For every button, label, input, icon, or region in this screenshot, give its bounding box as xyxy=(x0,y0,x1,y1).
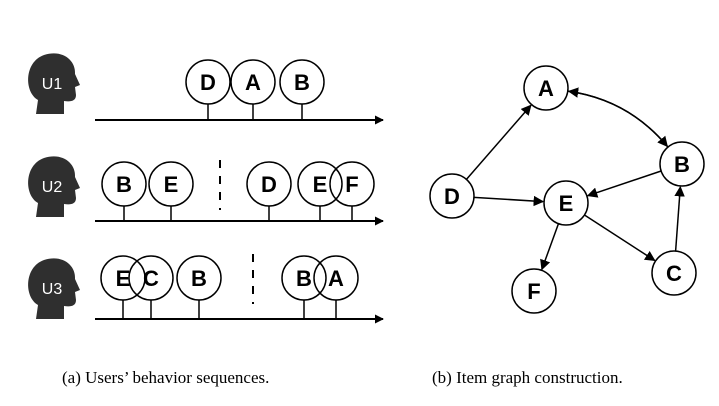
item-event-label: E xyxy=(313,172,328,197)
item-event-node xyxy=(246,161,292,207)
graph-node-b xyxy=(659,141,705,187)
edge-d-to-a xyxy=(465,104,532,180)
graph-node-label: F xyxy=(527,279,540,304)
user-head-icon xyxy=(28,53,80,114)
item-event-node xyxy=(329,161,375,207)
item-event-label: A xyxy=(328,266,344,291)
item-event-node xyxy=(297,161,343,207)
graph-node-f xyxy=(511,268,557,314)
item-event-label: D xyxy=(200,70,216,95)
item-event-label: A xyxy=(245,70,261,95)
graph-node-a xyxy=(523,65,569,111)
edge-d-to-e xyxy=(473,195,545,207)
graph-node-d xyxy=(429,173,475,219)
item-event-label: E xyxy=(164,172,179,197)
item-event-label: C xyxy=(143,266,159,291)
graph-node-label: E xyxy=(559,191,574,216)
user-label: U3 xyxy=(42,281,63,298)
edge-a-to-b xyxy=(567,90,668,148)
item-event-node xyxy=(100,255,146,301)
item-event-label: F xyxy=(345,172,358,197)
edge-b-to-a xyxy=(567,87,669,148)
edge-c-to-b xyxy=(674,185,685,252)
graph-node-label: D xyxy=(444,184,460,209)
edge-e-to-f xyxy=(540,223,560,271)
graph-node-c xyxy=(651,250,697,296)
item-event-node xyxy=(148,161,194,207)
caption-item-graph: (b) Item graph construction. xyxy=(432,368,623,387)
item-event-label: B xyxy=(294,70,310,95)
user-label: U2 xyxy=(42,179,63,196)
user-label: U1 xyxy=(42,76,63,93)
edge-e-to-c xyxy=(584,214,656,262)
item-event-label: B xyxy=(296,266,312,291)
edge-b-to-e xyxy=(586,170,662,198)
item-event-node xyxy=(128,255,174,301)
item-event-label: D xyxy=(261,172,277,197)
item-event-label: B xyxy=(191,266,207,291)
item-event-node xyxy=(185,59,231,105)
item-event-node xyxy=(281,255,327,301)
graph-node-label: A xyxy=(538,76,554,101)
item-event-node xyxy=(176,255,222,301)
item-event-label: B xyxy=(116,172,132,197)
item-event-node xyxy=(313,255,359,301)
item-event-node xyxy=(230,59,276,105)
graph-node-label: C xyxy=(666,261,682,286)
graph-node-e xyxy=(543,180,589,226)
user-sequence-row: U1 D A B xyxy=(28,53,384,125)
caption-behavior-sequences: (a) Users’ behavior sequences. xyxy=(62,368,270,387)
graph-node-label: B xyxy=(674,152,690,177)
item-event-node xyxy=(101,161,147,207)
item-event-node xyxy=(279,59,325,105)
item-event-label: E xyxy=(116,266,131,291)
user-head-icon xyxy=(28,258,80,319)
user-head-icon xyxy=(28,156,80,217)
item-graph-panel: A B C D E F xyxy=(429,65,705,314)
